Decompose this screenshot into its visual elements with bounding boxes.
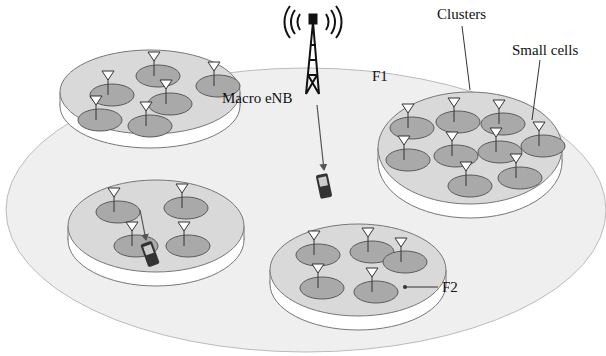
small-cell	[354, 281, 398, 303]
antenna-symbol	[490, 128, 502, 137]
antenna-symbol	[446, 132, 458, 141]
macro-tower	[284, 6, 341, 94]
cluster-disc	[68, 180, 244, 272]
small-cell	[96, 201, 140, 223]
antenna-symbol	[493, 100, 505, 109]
antenna-mast	[182, 192, 183, 208]
small-cell	[296, 244, 340, 266]
antenna-symbol	[176, 184, 188, 193]
macro-coverage	[6, 68, 606, 352]
small-cell	[90, 84, 134, 106]
antenna-mast	[114, 196, 115, 212]
antenna-symbol	[208, 62, 220, 71]
antenna-symbol	[510, 154, 522, 163]
phone	[316, 173, 333, 199]
antenna-mast	[214, 70, 215, 86]
antenna-symbol	[308, 231, 320, 240]
antenna-mast	[166, 88, 167, 104]
leader-dot	[403, 285, 407, 289]
leader-line	[406, 287, 438, 288]
small-cell	[481, 113, 525, 135]
antenna-mast	[184, 230, 185, 246]
antenna-symbol	[140, 102, 152, 111]
antenna-mast	[146, 110, 147, 126]
antenna-symbol	[108, 188, 120, 197]
antenna-mast	[314, 239, 315, 255]
antenna-symbol	[312, 264, 324, 273]
antenna-mast	[368, 236, 369, 252]
antenna-symbol	[398, 136, 410, 145]
small-cell	[78, 109, 122, 131]
antenna-symbol	[160, 80, 172, 89]
diagram-label: Small cells	[512, 42, 578, 59]
small-cell	[448, 175, 492, 197]
small-cell	[136, 65, 180, 87]
small-cell	[436, 111, 480, 133]
antenna-mast	[154, 60, 155, 76]
phone	[140, 241, 159, 268]
antenna-mast	[372, 276, 373, 292]
antenna-symbol	[533, 122, 545, 131]
antenna-symbol	[460, 162, 472, 171]
antenna-symbol	[178, 222, 190, 231]
antenna-mast	[404, 144, 405, 160]
antenna-symbol	[448, 98, 460, 107]
antenna-symbol	[395, 238, 407, 247]
antenna-symbol	[102, 71, 114, 80]
cluster-group	[60, 50, 565, 330]
small-cell	[383, 251, 427, 273]
small-cell	[386, 149, 430, 171]
diagram-label: F2	[442, 279, 458, 296]
small-cell	[521, 135, 565, 157]
small-cell	[128, 115, 172, 137]
leader-line	[462, 26, 470, 90]
antenna-symbol	[402, 104, 414, 113]
link-arrow	[317, 105, 324, 170]
cluster-disc	[270, 224, 446, 316]
antenna-symbol	[90, 96, 102, 105]
small-cell	[148, 93, 192, 115]
link-arrow	[140, 210, 146, 240]
small-cell	[166, 235, 210, 257]
antenna-mast	[452, 140, 453, 156]
small-cell	[164, 197, 208, 219]
antenna-mast	[318, 272, 319, 288]
antenna-mast	[516, 162, 517, 178]
antenna-mast	[539, 130, 540, 146]
antenna-mast	[401, 246, 402, 262]
small-cell	[390, 117, 434, 139]
antenna-mast	[499, 108, 500, 124]
antenna-mast	[96, 104, 97, 120]
antenna-mast	[496, 136, 497, 152]
diagram-label: Macro eNB	[222, 90, 292, 107]
small-cell	[478, 141, 522, 163]
antenna-mast	[454, 106, 455, 122]
antenna-mast	[466, 170, 467, 186]
small-cell	[498, 167, 542, 189]
diagram-label: F1	[372, 68, 388, 85]
small-cell	[300, 277, 344, 299]
diagram-label: Clusters	[437, 6, 486, 23]
antenna-symbol	[366, 268, 378, 277]
antenna-mast	[132, 230, 133, 246]
antenna-symbol	[362, 228, 374, 237]
leader-line	[532, 60, 540, 120]
antenna-mast	[408, 112, 409, 128]
antenna-symbol	[126, 222, 138, 231]
antenna-mast	[108, 79, 109, 95]
antenna-symbol	[148, 52, 160, 61]
